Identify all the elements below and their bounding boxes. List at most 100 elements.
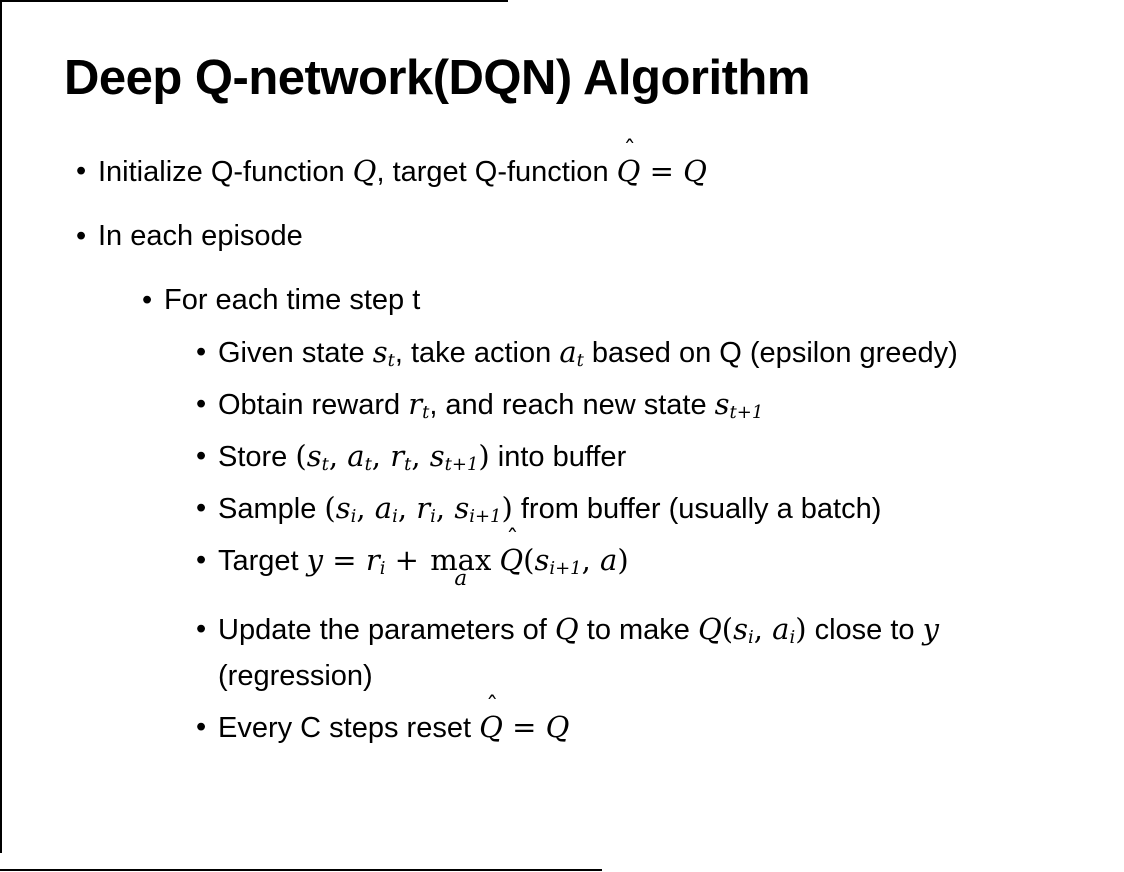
bullet-text: In each episode [98,213,1084,259]
bullet-item: • In each episode [76,213,1084,259]
bullet-dot: • [142,284,153,316]
text-segment: , [397,491,417,525]
text-segment: Target [218,545,307,577]
text-segment: s [306,439,322,473]
text-segment: + [385,543,429,577]
text-segment: i [430,505,436,527]
text-segment: (regression) [218,660,373,692]
text-segment: Every C steps reset [218,712,480,744]
text-segment: ) [501,491,513,525]
text-segment: Update the parameters of [218,614,555,646]
text-segment: i+1 [549,557,582,579]
bullet-text: For each time step t [164,277,1084,323]
text-segment: ˆ [623,135,636,165]
text-segment: t [364,453,372,475]
bullet-item: •Given state st, take action at based on… [196,329,1084,376]
bullet-dot: • [196,336,207,368]
text-segment: , [371,439,391,473]
bullet-dot: • [196,544,207,576]
text-segment: i+1 [469,505,502,527]
text-segment: t [576,349,584,371]
text-segment: t [387,349,395,371]
text-segment: t+1 [444,453,479,475]
bullet-dot: • [196,388,207,420]
text-segment: ˆ [506,524,519,554]
text-segment: Q [479,710,503,744]
text-segment: Q [499,543,524,577]
text-segment: ) [795,612,807,646]
text-segment: i [747,626,754,648]
bullet-text: Store (st, at, rt, st+1) into buffer [218,433,1084,480]
text-segment: Q [352,154,377,188]
bullet-item: • Initialize Q-function Q, target Q-funct… [76,137,1084,195]
text-segment: ) [617,543,629,577]
text-segment: r [390,439,405,473]
text-segment: s [714,387,730,421]
text-segment: In each episode [98,220,303,252]
text-segment: , [753,612,773,646]
text-segment: a [600,543,618,577]
bullet-text: Initialize Q-function Q, target Q-functi… [98,137,1084,195]
text-segment: r [365,543,380,577]
text-segment: , and reach new state [429,389,715,421]
text-segment: = [640,154,684,188]
text-segment: For each time step t [164,284,421,316]
bullet-text: Given state st, take action at based on … [218,329,1084,376]
bullet-dot: • [196,492,207,524]
text-segment: , [435,491,455,525]
slide-border-left [0,0,2,853]
slide-title: Deep Q-network(DQN) Algorithm [64,51,810,105]
text-segment: Obtain reward [218,389,409,421]
bullet-text: Obtain reward rt, and reach new state st… [218,381,1084,428]
text-segment: y [922,612,939,646]
bullet-dot: • [76,155,87,187]
text-segment: t [321,453,329,475]
text-segment: r [416,491,431,525]
text-segment: i [392,505,398,527]
text-segment: ( [721,612,734,646]
text-segment: ( [295,439,307,473]
bullet-text: Sample (si, ai, ri, si+1) from buffer (u… [218,485,1084,532]
text-segment: , take action [394,337,560,369]
bullet-item: • Store (st, at, rt, st+1) into buffer [196,433,1084,480]
text-segment: s [429,439,445,473]
bullet-text: Update the parameters of Q to make Q(si,… [218,606,1084,699]
text-segment: , [356,491,375,525]
text-segment: s [372,335,388,369]
text-segment: ( [324,491,336,525]
slide-border-top [0,0,508,2]
text-segment: Store [218,441,296,473]
text-segment: a [559,335,577,369]
text-segment: into buffer [489,441,627,473]
text-segment: t+1 [729,401,764,423]
text-segment: s [335,491,351,525]
text-segment: , [581,543,601,577]
text-segment: Q [697,612,722,646]
text-segment: Given state [218,337,373,369]
text-segment: to make [578,614,698,646]
text-segment: , target Q-function [376,156,617,188]
bullet-item: •Sample (si, ai, ri, si+1) from buffer (… [196,485,1084,532]
bullet-item: •Update the parameters of Q to make Q(si… [196,606,1084,699]
text-segment: a [374,491,393,525]
text-segment: close to [806,614,923,646]
text-segment: ( [523,543,535,577]
text-segment: Initialize Q-function [98,156,353,188]
text-segment: a [347,439,365,473]
bullet-dot: • [196,440,207,472]
text-segment: ) [478,439,490,473]
bullet-dot: • [76,220,87,252]
bullet-dot: • [196,711,207,743]
text-segment: ˆ [486,691,499,721]
text-segment: = [323,543,366,577]
text-segment: i [350,505,357,527]
text-segment: s [733,612,748,646]
text-segment: t [404,453,412,475]
text-segment: from buffer (usually a batch) [512,493,882,525]
text-segment: Sample [218,493,325,525]
